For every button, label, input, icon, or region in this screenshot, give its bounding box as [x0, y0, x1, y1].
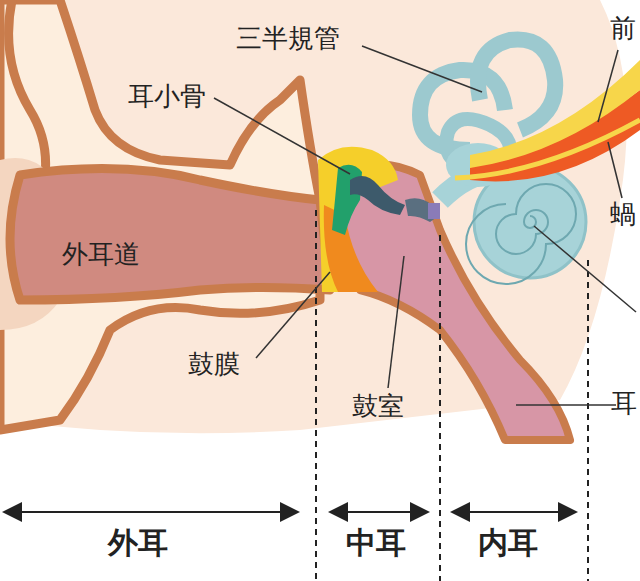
- region-label: 外耳: [108, 526, 168, 561]
- part-label: 耳: [611, 389, 637, 419]
- part-label: 三半規管: [236, 24, 340, 54]
- part-label: 鼓膜: [188, 350, 240, 380]
- part-label: 耳小骨: [128, 82, 206, 112]
- part-label: 鼓室: [352, 392, 404, 422]
- part-label: 外耳道: [62, 240, 140, 270]
- region-label: 内耳: [478, 526, 538, 561]
- part-label: 蝸: [610, 200, 636, 230]
- part-label: 前: [610, 14, 636, 44]
- region-label: 中耳: [346, 526, 406, 561]
